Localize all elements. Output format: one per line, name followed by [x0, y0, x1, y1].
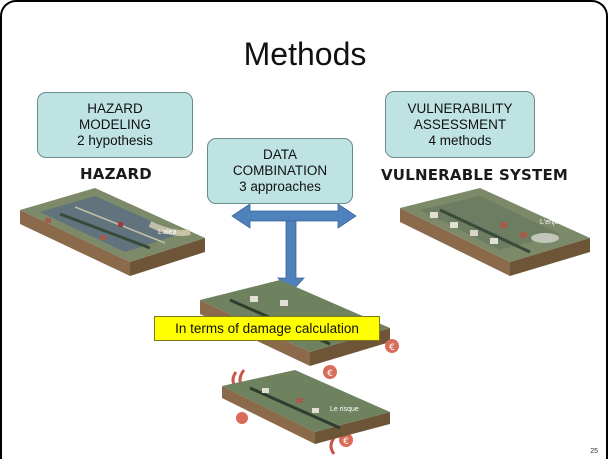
vulnerability-assessment-line3: 4 methods [428, 132, 492, 148]
euro-symbol-icons: € € € [231, 339, 399, 455]
svg-text:€: € [327, 369, 333, 379]
hazard-map-label: L'alea [158, 229, 177, 236]
vulnerability-assessment-line2: ASSESSMENT [413, 116, 507, 132]
risk-map-label: Le risque [330, 406, 359, 413]
data-combination-line3: 3 approaches [239, 179, 321, 194]
data-combination-box: DATA COMBINATION 3 approaches [207, 138, 353, 204]
vulnerable-terrain-illustration [400, 188, 590, 276]
slide-title: Methods [243, 36, 367, 72]
hazard-modeling-line1: HAZARD [87, 101, 143, 116]
data-combination-line2: COMBINATION [232, 163, 328, 178]
vulnerable-system-heading: VULNERABLE SYSTEM [381, 166, 569, 184]
hazard-terrain-illustration [20, 188, 205, 276]
hazard-heading: HAZARD [80, 165, 152, 183]
page-number: 25 [590, 448, 598, 455]
risk-terrain-illustration [222, 370, 390, 444]
hazard-modeling-line2: MODELING [78, 117, 151, 132]
vulnerability-assessment-line1: VULNERABILITY [407, 100, 513, 116]
hazard-modeling-box: HAZARD MODELING 2 hypothesis [37, 92, 193, 158]
hazard-modeling-line3: 2 hypothesis [77, 133, 153, 148]
data-combination-line1: DATA [262, 147, 297, 162]
svg-text:€: € [389, 343, 395, 353]
svg-text:€: € [343, 437, 349, 447]
vulnerability-assessment-box: VULNERABILITY ASSESSMENT 4 methods [385, 91, 535, 158]
damage-calculation-callout: In terms of damage calculation [154, 316, 380, 341]
vulnerable-map-label: L'enjeu [540, 219, 562, 226]
combination-arrows [231, 203, 357, 293]
